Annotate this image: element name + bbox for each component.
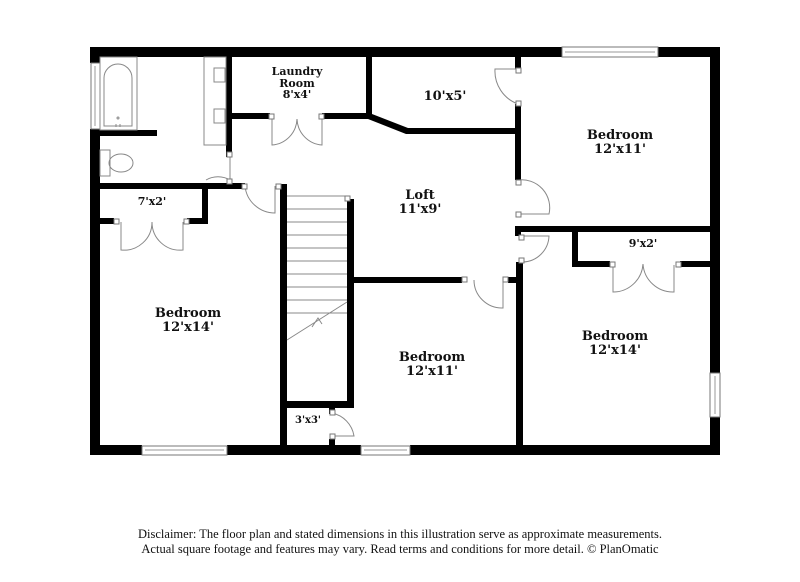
disclaimer-line-1: Disclaimer: The floor plan and stated di…	[138, 527, 662, 541]
room-dimensions: 9'x2'	[628, 237, 658, 250]
room-name: Loft	[405, 188, 435, 203]
walls	[90, 47, 720, 455]
room-closet-e: 9'x2'	[629, 238, 658, 250]
bathtub-icon	[99, 56, 138, 131]
room-name: Laundry	[271, 65, 323, 78]
fixtures	[99, 56, 348, 341]
room-dimensions: 10'x5'	[423, 89, 467, 104]
room-loft: Loft 11'x9'	[399, 189, 442, 216]
room-bedroom-e: Bedroom 12'x14'	[582, 330, 648, 357]
room-bedroom-s: Bedroom 12'x11'	[399, 351, 465, 378]
room-bedroom-w: Bedroom 12'x14'	[155, 307, 221, 334]
staircase-icon	[286, 195, 348, 341]
door-closet-small[interactable]	[331, 412, 355, 437]
room-name: Bedroom	[154, 306, 222, 321]
room-dimensions: 8'x4'	[282, 88, 312, 102]
room-name: Bedroom	[586, 128, 654, 143]
room-dimensions: 12'x14'	[162, 319, 214, 335]
door-storage-top[interactable]	[494, 68, 519, 105]
door-closet-e[interactable]	[612, 263, 675, 293]
room-dimensions: 11'x9'	[398, 201, 442, 217]
room-closet-w: 7'x2'	[138, 196, 167, 208]
room-dimensions: 12'x14'	[589, 342, 641, 358]
doors	[120, 68, 675, 437]
door-closet-w[interactable]	[120, 221, 184, 251]
room-dimensions: 7'x2'	[137, 195, 167, 208]
room-name: Bedroom	[581, 329, 649, 344]
door-bedroom-ne[interactable]	[517, 179, 551, 215]
room-closet-small: 3'x3'	[294, 415, 322, 427]
door-bedroom-e[interactable]	[522, 235, 550, 263]
room-name: Bedroom	[398, 350, 466, 365]
disclaimer-line-2: Actual square footage and features may v…	[141, 542, 659, 556]
windows	[90, 46, 721, 456]
room-dimensions: 3'x3'	[294, 415, 322, 426]
room-dimensions: 12'x11'	[406, 363, 458, 379]
door-bedroom-s[interactable]	[473, 279, 504, 309]
outer-wall-bottom	[90, 445, 142, 455]
toilet-icon	[99, 149, 134, 177]
outer-wall-right	[710, 47, 720, 373]
room-bedroom-ne: Bedroom 12'x11'	[587, 129, 653, 156]
door-bathroom[interactable]	[205, 155, 231, 181]
door-bedroom-w[interactable]	[244, 185, 276, 214]
door-jambs	[113, 67, 682, 440]
room-name: Room	[279, 76, 315, 90]
vanity-icon	[203, 56, 227, 146]
room-laundry: Laundry Room 8'x4'	[272, 66, 323, 101]
room-dimensions: 12'x11'	[594, 141, 646, 157]
outer-wall-left	[90, 47, 100, 63]
door-laundry[interactable]	[271, 118, 323, 146]
room-storage-top: 10'x5'	[424, 90, 467, 104]
disclaimer: Disclaimer: The floor plan and stated di…	[0, 527, 800, 557]
outer-wall-top	[90, 47, 562, 57]
